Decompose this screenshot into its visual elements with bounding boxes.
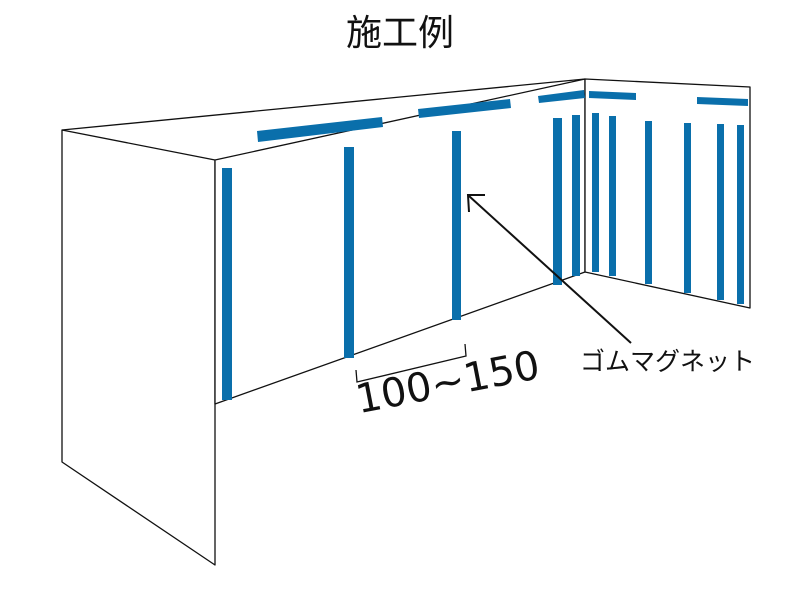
vertical-magnet-strip	[452, 131, 461, 320]
vertical-magnet-strip	[344, 147, 354, 358]
vertical-magnet-strip	[717, 124, 724, 300]
callout-label: ゴムマグネット	[580, 347, 756, 376]
horizontal-magnet-strip	[697, 97, 748, 106]
vertical-magnet-strip	[684, 123, 691, 293]
horizontal-magnets	[257, 90, 748, 142]
right-wall	[584, 78, 751, 309]
diagram-title: 施工例	[345, 13, 454, 54]
horizontal-magnet-strip	[538, 90, 585, 103]
horizontal-magnet-strip	[257, 117, 383, 142]
vertical-magnets	[222, 113, 744, 400]
left-wall	[61, 129, 216, 566]
vertical-magnet-strip	[222, 168, 232, 400]
vertical-magnet-strip	[592, 113, 599, 272]
vertical-magnet-strip	[553, 118, 562, 285]
callout-arrow	[466, 194, 632, 344]
top-edge	[61, 78, 586, 131]
vertical-magnet-strip	[645, 121, 652, 284]
vertical-magnet-strip	[609, 116, 616, 276]
vertical-magnet-strip	[572, 115, 580, 276]
horizontal-magnet-strip	[418, 99, 511, 118]
vertical-magnet-strip	[737, 125, 744, 304]
dimension-bracket	[355, 343, 467, 383]
horizontal-magnet-strip	[589, 91, 636, 100]
